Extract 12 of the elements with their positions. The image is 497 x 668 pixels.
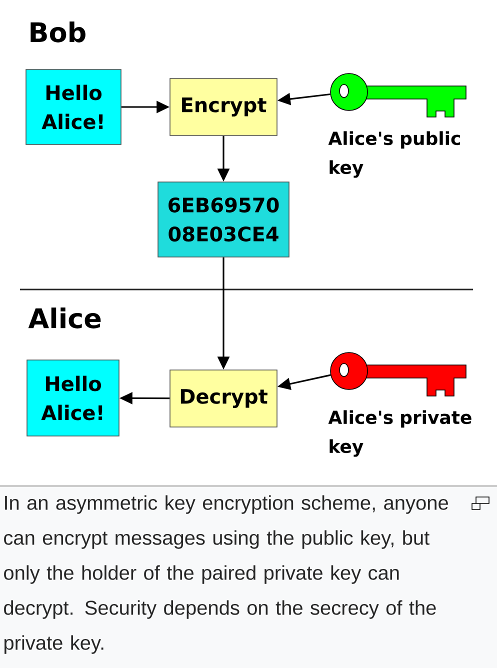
message-box: Hello Alice! [26,69,122,145]
process-box: Decrypt [170,370,278,428]
message-box: Hello Alice! [26,360,120,436]
caption: In an asymmetric key encryption scheme, anyone can encrypt messages using the public key, but only the holder of the paired private key can decrypt. Security depends on the secrecy of the private key. [4,495,448,654]
key-drawing [330,352,466,396]
ciphertext-box: 6EB69570 08E03CE4 [158,182,290,258]
section-heading: Alice [28,308,101,328]
key-drawing [330,73,466,118]
process-box: Encrypt [170,78,278,136]
section-heading: Bob [30,22,86,42]
key-label: Alice's public key [328,131,460,178]
key-label: Alice's private key [328,410,472,457]
